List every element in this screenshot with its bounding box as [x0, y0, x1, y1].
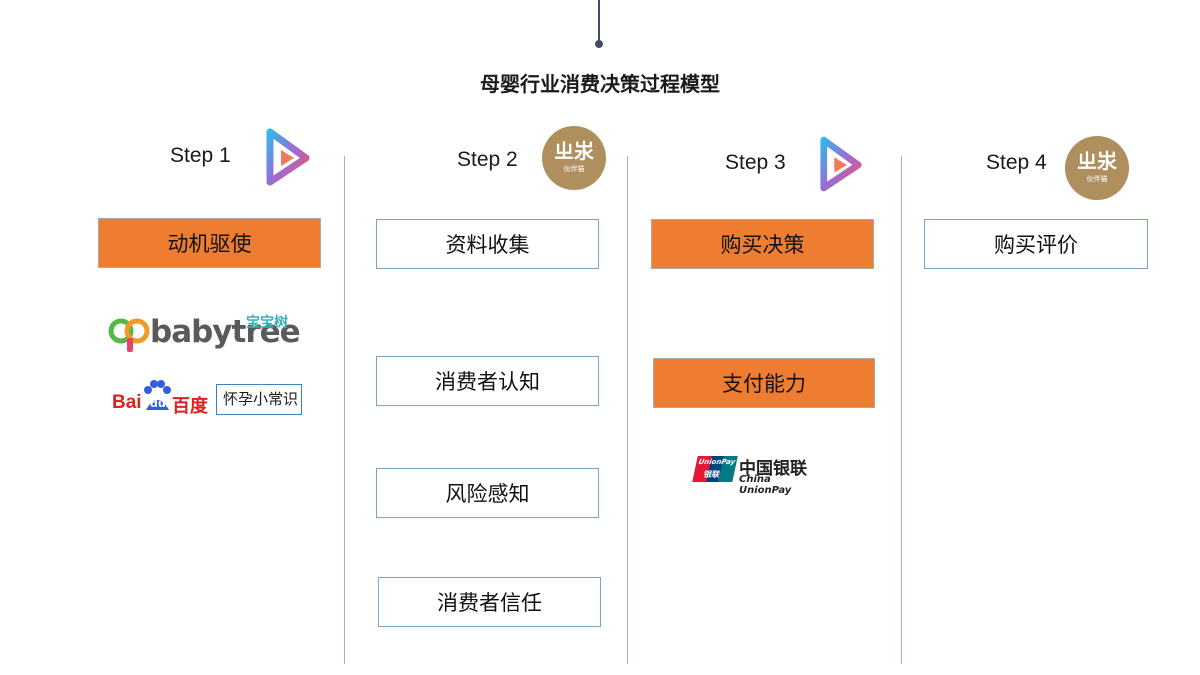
step-3-label: Step 3: [725, 151, 786, 174]
play-logo-icon: [264, 128, 312, 186]
gold-seal-icon: ㄓ汖 伙伴猫: [1065, 136, 1129, 200]
box-consumer-trust: 消费者信任: [378, 577, 601, 627]
unionpay-badge-text: UnionPay: [697, 458, 736, 466]
column-divider-3: [901, 156, 902, 664]
box-purchase-decision: 购买决策: [651, 219, 874, 269]
play-logo-icon: [818, 135, 864, 193]
column-divider-1: [344, 156, 345, 664]
seal-glyph: ㄓ汖: [1077, 149, 1117, 173]
seal-glyph: ㄓ汖: [554, 139, 594, 163]
unionpay-badge-icon: UnionPay 银联: [692, 456, 738, 482]
top-connector-dot: [595, 40, 603, 48]
column-divider-2: [627, 156, 628, 664]
seal-caption: 伙伴猫: [1086, 175, 1108, 183]
unionpay-en-text: China UnionPay: [739, 474, 792, 496]
unionpay-logo: UnionPay 银联 中国银联 China UnionPay: [692, 454, 815, 496]
box-purchase-evaluation: 购买评价: [924, 219, 1148, 269]
babytree-cn-label: 宝宝树: [246, 315, 288, 331]
box-payment-ability: 支付能力: [653, 358, 875, 408]
box-motivation: 动机驱使: [98, 218, 321, 268]
seal-caption: 伙伴猫: [563, 165, 585, 173]
box-info-collection: 资料收集: [376, 219, 599, 269]
step-4-label: Step 4: [986, 151, 1047, 174]
box-risk-perception: 风险感知: [376, 468, 599, 518]
step-2-label: Step 2: [457, 148, 518, 171]
baidu-paw-icon: [144, 380, 171, 410]
gold-seal-icon: ㄓ汖 伙伴猫: [542, 126, 606, 190]
babytree-wordmark: babytree: [150, 314, 301, 350]
diagram-title: 母婴行业消费决策过程模型: [480, 72, 720, 96]
babytree-logo: babytree 宝宝树: [108, 312, 301, 358]
top-connector-line: [598, 0, 600, 42]
baidu-text-cn: 百度: [172, 396, 208, 416]
baidu-text-du: du: [150, 397, 166, 410]
baidu-text-bai: Bai: [112, 392, 142, 413]
box-consumer-cognition: 消费者认知: [376, 356, 599, 406]
babytree-icon: [108, 318, 150, 352]
unionpay-cn-text: 中国银联: [739, 459, 807, 479]
baidu-search-widget: Bai du 百度 怀孕小常识: [112, 380, 312, 420]
unionpay-badge-cn: 银联: [702, 470, 721, 479]
step-1-label: Step 1: [170, 144, 231, 167]
baidu-search-input[interactable]: 怀孕小常识: [216, 384, 302, 415]
